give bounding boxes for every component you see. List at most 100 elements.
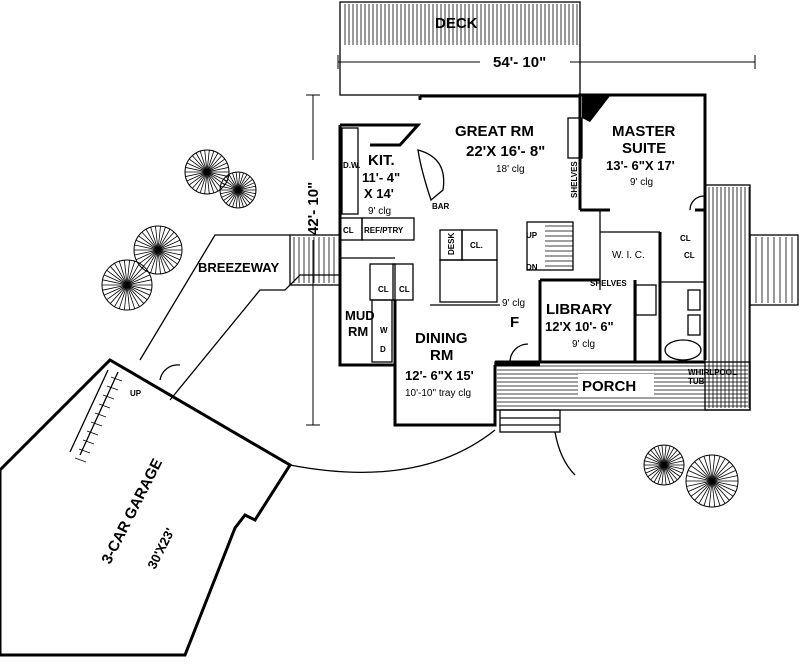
tree-branch — [663, 464, 681, 478]
tree-branch — [126, 263, 140, 286]
tree-branch — [157, 239, 181, 251]
tree-branch — [206, 150, 210, 173]
tree-branch — [708, 455, 713, 482]
tree-branch — [657, 445, 665, 466]
tree-branch — [225, 176, 239, 191]
tree-branch — [118, 284, 128, 309]
tree-branch — [157, 249, 171, 271]
stair-tread — [110, 376, 123, 382]
tree-branch — [106, 269, 128, 286]
tree-branch — [206, 171, 215, 194]
tree-icon — [184, 149, 230, 195]
tree-branch — [645, 464, 665, 474]
tree-branch — [206, 152, 219, 173]
tree-branch — [644, 460, 665, 466]
tree-branch — [690, 480, 713, 497]
stair-tread — [78, 448, 91, 454]
tree-branch — [661, 445, 665, 466]
dining-room-size: 12'- 6"X 15' — [405, 368, 474, 383]
tree-branch — [157, 244, 182, 251]
tree-canopy — [184, 149, 230, 195]
tree-branch — [711, 480, 738, 487]
tree-branch — [237, 172, 244, 191]
dining-room-name-2: RM — [430, 347, 453, 364]
tree-branch — [134, 249, 159, 256]
stair-tread — [102, 394, 115, 400]
tree-branch — [135, 239, 159, 251]
tree-branch — [204, 150, 208, 173]
great-room-size: 22'X 16'- 8" — [466, 143, 545, 160]
tree-branch — [206, 171, 223, 189]
tree-branch — [235, 172, 239, 191]
tree-branch — [206, 167, 229, 173]
tree-branch — [157, 229, 171, 251]
tree-branch — [663, 456, 683, 466]
tree-branch — [157, 227, 166, 251]
tree-branch — [157, 249, 178, 265]
east-deck — [704, 184, 799, 411]
tree-branch — [237, 176, 251, 191]
tree-canopy — [133, 225, 183, 275]
library-ceiling: 9' clg — [572, 339, 595, 350]
tree-branch — [653, 464, 665, 483]
shelves-label-library: SHELVES — [590, 279, 627, 288]
width-dimension-line — [337, 53, 756, 71]
tree-branch — [686, 475, 713, 482]
bar-label: BAR — [432, 202, 450, 211]
tree-branch — [703, 480, 713, 506]
master-closet-label-2: CL — [684, 251, 695, 260]
kitchen-size-2: X 14' — [364, 186, 394, 201]
tree-branch — [698, 480, 713, 504]
tree-branch — [657, 464, 665, 485]
tree-branch — [663, 445, 667, 466]
master-closet-label: CL — [680, 234, 691, 243]
tree-branch — [157, 249, 161, 274]
tree-branch — [126, 274, 151, 286]
ref-pantry-label: REF/PTRY — [364, 226, 404, 235]
walk-in-closet-label: W. I. C. — [612, 250, 645, 261]
tree-branch — [711, 480, 726, 504]
stair-tread — [90, 421, 103, 427]
stair-tread — [106, 385, 119, 391]
tree-canopy — [101, 259, 153, 311]
tree-branch — [232, 172, 239, 191]
tree-branch — [703, 456, 713, 482]
tree-branch — [126, 284, 145, 304]
tree-branch — [157, 226, 161, 251]
master-suite-ceiling: 9' clg — [630, 177, 653, 188]
tree-branch — [188, 158, 208, 173]
tree-branch — [228, 174, 239, 191]
tree-branch — [663, 447, 675, 466]
tree-branch — [135, 249, 159, 261]
stair-tread — [82, 439, 95, 445]
tree-branch — [221, 182, 239, 191]
tree-branch — [141, 231, 159, 251]
tree-branch — [661, 464, 665, 485]
tree-branch — [126, 269, 148, 286]
tree-branch — [150, 227, 159, 251]
tree-icon — [133, 225, 183, 275]
garage-stair-up-label: UP — [130, 389, 142, 398]
tree-branch — [188, 171, 208, 186]
porch-label: PORCH — [582, 378, 636, 395]
tree-branch — [204, 171, 208, 194]
tree-branch — [711, 480, 721, 506]
depth-dimension-line — [304, 94, 322, 426]
foyer-ceiling: 9' clg — [502, 298, 525, 309]
tree-branch — [206, 162, 228, 173]
tree-branch — [711, 480, 730, 501]
tree-branch — [711, 470, 736, 482]
tree-branch — [237, 189, 255, 198]
whirlpool-label: WHIRLPOOL — [688, 368, 737, 377]
great-room-name: GREAT RM — [455, 123, 534, 140]
tree-branch — [223, 189, 239, 201]
tree-branch — [206, 150, 215, 173]
tree-branch — [237, 189, 248, 206]
tree-branch — [155, 249, 159, 274]
tree-branch — [663, 460, 684, 466]
tree-branch — [126, 261, 136, 286]
tree-canopy — [643, 444, 685, 486]
tree-branch — [123, 284, 128, 310]
tree-branch — [237, 172, 241, 191]
tree-branch — [102, 284, 128, 291]
